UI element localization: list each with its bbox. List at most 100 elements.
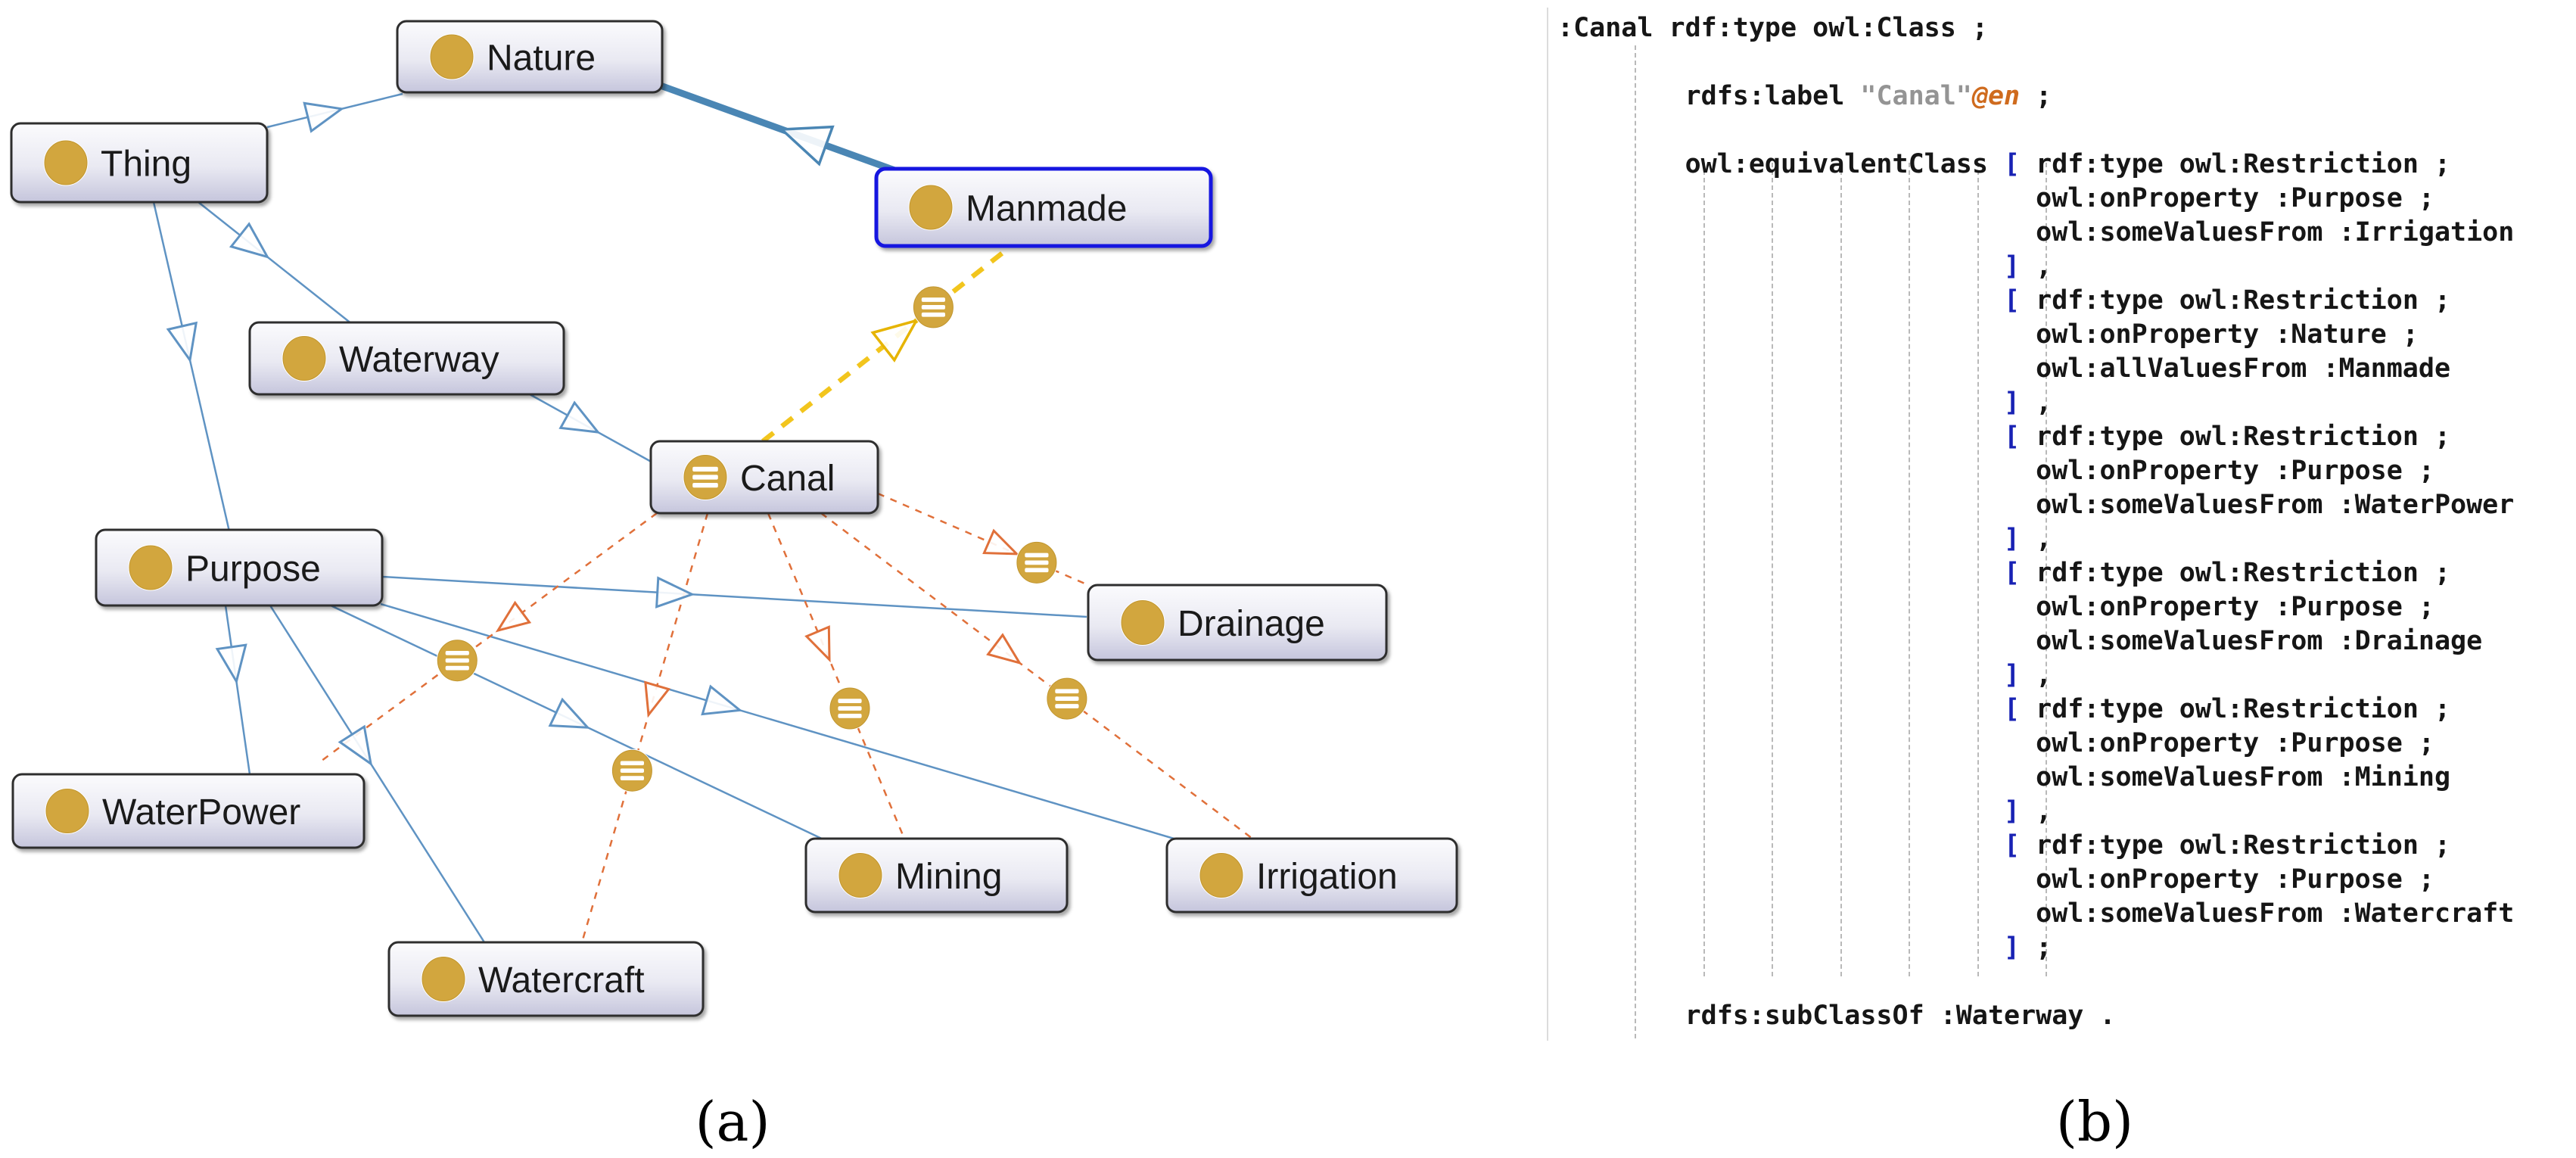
code-line: owl:someValuesFrom :Drainage xyxy=(1557,626,2483,656)
node-irrigation[interactable]: Irrigation xyxy=(1165,837,1458,914)
class-icon xyxy=(1199,852,1244,898)
code-line: :Canal rdf:type owl:Class ; xyxy=(1557,13,1988,43)
indent-guide xyxy=(1635,45,1636,1038)
edge-canal-irrigation xyxy=(820,512,1253,839)
node-waterway[interactable]: Waterway xyxy=(248,321,565,396)
class-icon xyxy=(683,454,728,500)
restriction-class-icon xyxy=(436,639,478,683)
class-icon xyxy=(128,544,173,591)
node-watercraft[interactable]: Watercraft xyxy=(387,941,705,1017)
code-line: owl:onProperty :Purpose ; xyxy=(1557,592,2434,622)
code-line: [ rdf:type owl:Restriction ; xyxy=(2004,285,2451,316)
code-line: ] ; xyxy=(2004,932,2052,963)
node-label: Drainage xyxy=(1178,604,1325,644)
node-label: Purpose xyxy=(185,549,321,590)
node-mining[interactable]: Mining xyxy=(804,837,1069,914)
code-line: owl:onProperty :Purpose ; xyxy=(1557,183,2434,213)
restriction-class-icon xyxy=(611,749,653,792)
code-line: owl:someValuesFrom :Irrigation xyxy=(1557,217,2515,247)
node-label: Nature xyxy=(487,39,596,79)
arrowhead-icon xyxy=(495,600,532,633)
indent-guide xyxy=(1977,163,1979,976)
code-line: owl:allValuesFrom :Manmade xyxy=(1557,353,2451,384)
code-line: [ rdf:type owl:Restriction ; xyxy=(2004,422,2451,452)
node-label: Manmade xyxy=(966,189,1127,229)
code-line: owl:equivalentClass [ rdf:type owl:Restr… xyxy=(1557,149,2451,179)
caption-a: (a) xyxy=(695,1090,770,1153)
code-line: owl:onProperty :Nature ; xyxy=(1557,319,2419,350)
code-line: [ rdf:type owl:Restriction ; xyxy=(2004,830,2451,861)
class-icon xyxy=(421,956,466,1002)
code-line: owl:someValuesFrom :Watercraft xyxy=(1557,898,2515,929)
restriction-class-icon xyxy=(1016,540,1058,584)
class-icon xyxy=(282,335,327,381)
arrowhead-icon xyxy=(778,125,835,167)
class-icon xyxy=(43,139,89,186)
arrowhead-icon xyxy=(166,321,198,363)
code-line: ] , xyxy=(2004,524,2052,554)
arrowhead-icon xyxy=(558,400,601,434)
marker-layer xyxy=(166,101,1088,792)
class-icon xyxy=(1120,599,1165,646)
node-waterpower[interactable]: WaterPower xyxy=(11,773,366,849)
code-line: ] , xyxy=(2004,388,2052,418)
class-icon xyxy=(45,788,90,834)
arrowhead-icon xyxy=(655,576,695,609)
node-label: Irrigation xyxy=(1256,857,1398,897)
indent-guide xyxy=(2046,163,2047,976)
code-line: owl:onProperty :Purpose ; xyxy=(1557,728,2434,758)
arrowhead-icon xyxy=(548,697,591,729)
code-line: rdfs:label "Canal"@en ; xyxy=(1557,81,2052,111)
arrowhead-icon xyxy=(701,684,743,716)
edge-purpose-waterpower xyxy=(224,605,251,775)
indent-guide xyxy=(1772,163,1773,976)
edge-purpose-drainage xyxy=(381,575,1087,618)
node-layer: Thing NatureManmadeWaterwayCanalPurposeDr… xyxy=(10,20,1458,1017)
node-label: Watercraft xyxy=(478,960,645,1001)
code-line: ] , xyxy=(2004,660,2052,690)
code-line: owl:onProperty :Purpose ; xyxy=(1557,456,2434,486)
edge-thing-waterway xyxy=(198,201,353,325)
code-line: ] , xyxy=(2004,251,2052,282)
restriction-class-icon xyxy=(1046,677,1088,721)
code-line: [ rdf:type owl:Restriction ; xyxy=(2004,694,2451,724)
arrowhead-icon xyxy=(644,680,671,718)
node-label: Thing xyxy=(101,145,191,185)
node-label: WaterPower xyxy=(102,792,300,833)
node-label: Canal xyxy=(740,459,835,499)
arrowhead-icon xyxy=(215,643,247,685)
class-icon xyxy=(908,184,954,231)
edge-canal-mining xyxy=(767,512,906,839)
arrowhead-icon xyxy=(982,528,1020,556)
class-icon xyxy=(429,33,474,80)
code-line: ] , xyxy=(2004,796,2052,826)
node-purpose[interactable]: Purpose xyxy=(95,528,384,607)
arrowhead-icon xyxy=(870,318,919,363)
indent-guide xyxy=(1703,163,1705,976)
node-nature[interactable]: Nature xyxy=(396,20,664,94)
restriction-class-icon xyxy=(829,686,871,730)
arrowhead-icon xyxy=(303,101,345,133)
node-thing[interactable]: Thing xyxy=(10,122,269,204)
node-drainage[interactable]: Drainage xyxy=(1087,584,1388,661)
code-line: owl:someValuesFrom :WaterPower xyxy=(1557,490,2515,520)
node-manmade[interactable]: Manmade xyxy=(874,167,1213,248)
arrowhead-icon xyxy=(338,724,373,767)
code-line: owl:onProperty :Purpose ; xyxy=(1557,864,2434,895)
arrowhead-icon xyxy=(229,222,270,259)
arrowhead-icon xyxy=(986,633,1022,665)
ontology-graph: Thing NatureManmadeWaterwayCanalPurposeDr… xyxy=(10,20,1458,1017)
caption-b: (b) xyxy=(2055,1090,2134,1153)
code-line: [ rdf:type owl:Restriction ; xyxy=(2004,558,2451,588)
node-label: Mining xyxy=(895,857,1002,897)
node-label: Waterway xyxy=(339,340,499,380)
edge-canal-watercraft xyxy=(580,512,709,943)
indent-guide xyxy=(1909,163,1910,976)
class-icon xyxy=(838,852,883,898)
edge-purpose-irrigation xyxy=(380,602,1180,842)
node-canal[interactable]: Canal xyxy=(649,440,879,515)
code-line: rdfs:subClassOf :Waterway . xyxy=(1557,1001,2116,1031)
edge-purpose-watercraft xyxy=(269,605,486,943)
equivalent-class-icon xyxy=(912,285,954,329)
